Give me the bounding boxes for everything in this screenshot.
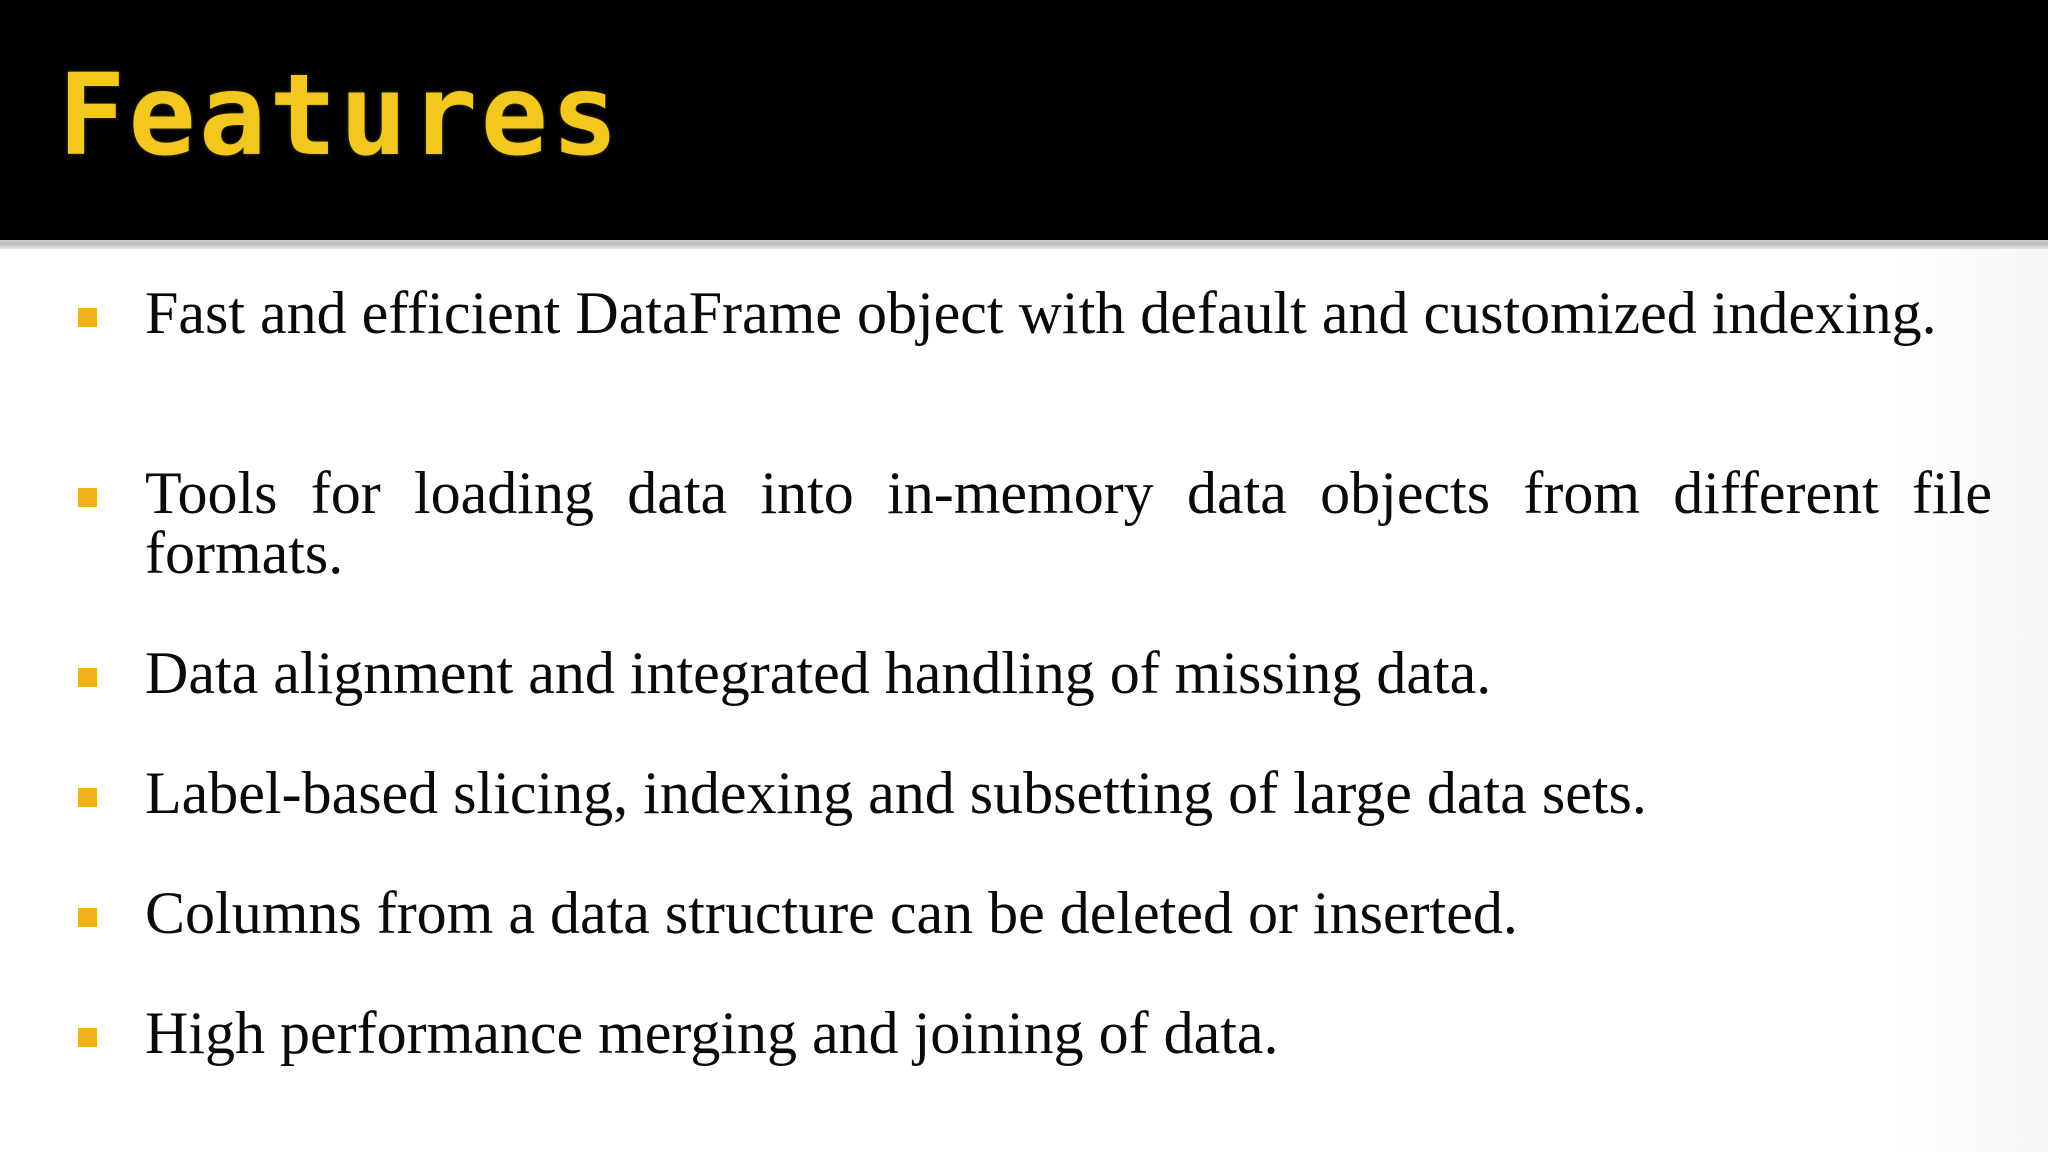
bullet-text: Columns from a data structure can be del… xyxy=(145,880,1518,946)
square-bullet-icon xyxy=(78,908,97,927)
bullet-text: Fast and efficient DataFrame object with… xyxy=(145,280,1937,346)
square-bullet-icon xyxy=(78,1028,97,1047)
bullet-text: Label-based slicing, indexing and subset… xyxy=(145,760,1647,826)
title-divider xyxy=(0,240,2048,249)
bullet-text: Tools for loading data into in-memory da… xyxy=(145,460,1992,586)
square-bullet-icon xyxy=(78,668,97,687)
slide-title: Features xyxy=(58,51,622,181)
square-bullet-icon xyxy=(78,788,97,807)
bullet-text: Data alignment and integrated handling o… xyxy=(145,640,1492,706)
square-bullet-icon xyxy=(78,308,97,327)
square-bullet-icon xyxy=(78,488,97,507)
bullet-text: High performance merging and joining of … xyxy=(145,1000,1279,1066)
title-bar: Features xyxy=(0,0,2048,240)
